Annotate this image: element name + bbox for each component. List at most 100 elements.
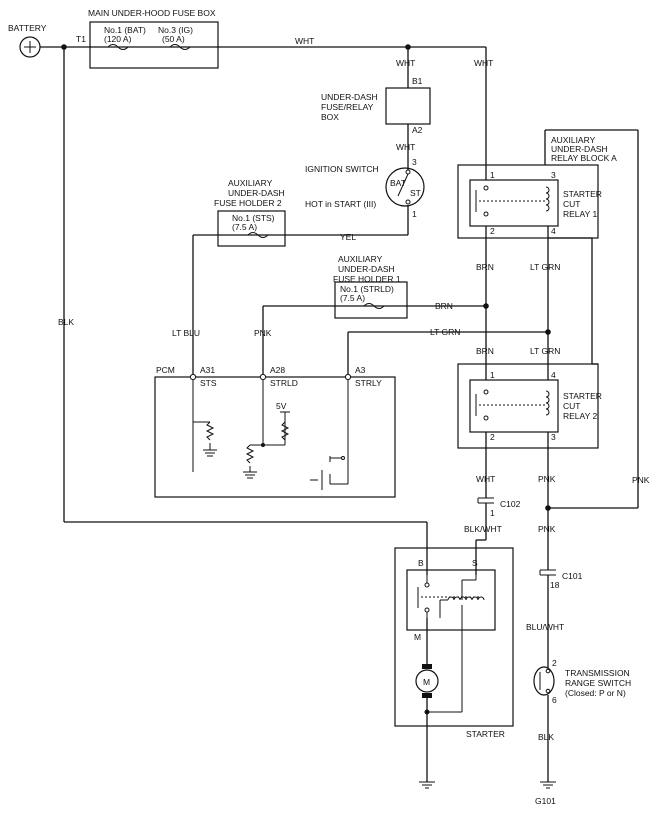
ignition-switch: IGNITION SWITCH 3 BAT ST HOT in START (I… [305,157,425,219]
wire-label-wht-relay: WHT [474,58,493,68]
starter-ground [419,781,435,789]
wire-label-pnk-outer: PNK [632,475,650,485]
c101-label: C101 [562,571,583,581]
pin-a2: A2 [412,125,423,135]
transmission-range-switch: 2 6 TRANSMISSION RANGE SWITCH (Closed: P… [533,658,631,705]
ignition-pin3: 3 [412,157,417,167]
wire-label-yel: YEL [340,232,356,242]
main-fuse-box-title: MAIN UNDER-HOOD FUSE BOX [88,8,216,18]
wire-label-pnk-pcm: PNK [254,328,272,338]
relay2-pin2: 2 [490,432,495,442]
pin-b1: B1 [412,76,423,86]
trs-label-1: TRANSMISSION [565,668,630,678]
fuse-bat-symbol [107,44,129,50]
ignition-pin1: 1 [412,209,417,219]
wire-label-ltgrn-1: LT GRN [530,262,560,272]
ignition-switch-label: IGNITION SWITCH [305,164,379,174]
wire-label-pnk-c101: PNK [538,524,556,534]
pcm-pin-a28: A28 [270,365,285,375]
starter-motor: M [423,677,430,687]
wire-label-pnk-relay2: PNK [538,474,556,484]
afh1-fuse-rating: (7.5 A) [340,293,365,303]
connector-c101: C101 18 [539,569,583,590]
underdash-box-label-3: BOX [321,112,339,122]
afh1-fuse-label: No.1 (STRLD) [340,284,394,294]
afh2-label-3: FUSE HOLDER 2 [214,198,282,208]
battery-label: BATTERY [8,23,47,33]
ignition-hot-note: HOT in START (III) [305,199,376,209]
afh2-label-1: AUXILIARY [228,178,273,188]
c101-pin: 18 [550,580,560,590]
pcm-pin-a31: A31 [200,365,215,375]
relay2-pin1: 1 [490,370,495,380]
wire-label-brn-2: BRN [476,262,494,272]
relay1-pin3: 3 [551,170,556,180]
starter-b: B [418,558,424,568]
starter-cut-relay-2: 1 4 2 3 STARTER CUT RELAY 2 [457,363,602,449]
relay1-label-1: STARTER [563,189,602,199]
wire-label-wht-a2: WHT [396,142,415,152]
fuse-ig-rating: (50 A) [162,34,185,44]
wire-label-wht-b1: WHT [396,58,415,68]
underdash-box-label-1: UNDER-DASH [321,92,378,102]
relay2-pin4: 4 [551,370,556,380]
trs-label-2: RANGE SWITCH [565,678,631,688]
afh2-fuse-label: No.1 (STS) [232,213,275,223]
starter-m-terminal: M [414,632,421,642]
aux-fuse-holder-1: AUXILIARY UNDER-DASH FUSE HOLDER 1 No.1 … [333,254,408,319]
fuse-ig-label: No.3 (IG) [158,25,193,35]
ground-label: G101 [535,796,556,806]
c102-pin: 1 [490,508,495,518]
starter: B S M M STARTER [394,547,514,739]
underdash-fuse-relay-box [385,87,431,125]
terminal-t1-label: T1 [76,34,86,44]
afh1-label-2: UNDER-DASH [338,264,395,274]
relay-block-label-2: UNDER-DASH [551,144,608,154]
relay1-label-2: CUT [563,199,580,209]
afh1-label-3: FUSE HOLDER 1 [333,274,401,284]
starter-s: S [472,558,478,568]
starter-label: STARTER [466,729,505,739]
wire-label-wht-c102: WHT [476,474,495,484]
fuse-bat-rating: (120 A) [104,34,132,44]
aux-relay-block-a: AUXILIARY UNDER-DASH RELAY BLOCK A [457,135,617,239]
wire-label-ltgrn-2: LT GRN [430,327,460,337]
fuse-ig-symbol [169,44,191,50]
trs-pin2: 2 [552,658,557,668]
pcm-name-sts: STS [200,378,217,388]
relay1-pin1: 1 [490,170,495,180]
wire-label-blkwht: BLK/WHT [464,524,502,534]
pcm-name-strld: STRLD [270,378,298,388]
relay2-label-3: RELAY 2 [563,411,597,421]
starter-cut-relay-1: 1 3 2 4 STARTER CUT RELAY 1 [475,170,602,236]
wire-label-bluwht: BLU/WHT [526,622,564,632]
wire-label-blk-battery: BLK [58,317,74,327]
relay-block-label-3: RELAY BLOCK A [551,153,617,163]
trs-label-3: (Closed: P or N) [565,688,626,698]
pcm: PCM A31 A28 A3 STS STRLD STRLY 5V [154,365,396,498]
ignition-bat: BAT [390,178,406,188]
relay2-label-1: STARTER [563,391,602,401]
afh2-fuse-rating: (7.5 A) [232,222,257,232]
wire-label-brn-3: BRN [476,346,494,356]
pcm-label: PCM [156,365,175,375]
afh2-label-2: UNDER-DASH [228,188,285,198]
fuse-bat-label: No.1 (BAT) [104,25,146,35]
relay2-pin3: 3 [551,432,556,442]
relay-block-label-1: AUXILIARY [551,135,596,145]
c102-label: C102 [500,499,521,509]
wire-label-wht-main: WHT [295,36,314,46]
relay1-pin4: 4 [551,226,556,236]
relay1-pin2: 2 [490,226,495,236]
pcm-pin-a3: A3 [355,365,366,375]
battery: BATTERY T1 [8,23,86,58]
relay1-label-3: RELAY 1 [563,209,597,219]
ignition-st: ST [410,188,421,198]
pcm-vref: 5V [276,401,287,411]
relay2-label-2: CUT [563,401,580,411]
wire-label-blk-trs: BLK [538,732,554,742]
afh1-label-1: AUXILIARY [338,254,383,264]
pcm-name-strly: STRLY [355,378,382,388]
aux-fuse-holder-2: AUXILIARY UNDER-DASH FUSE HOLDER 2 No.1 … [214,178,286,247]
connector-c102: C102 1 [477,497,521,518]
